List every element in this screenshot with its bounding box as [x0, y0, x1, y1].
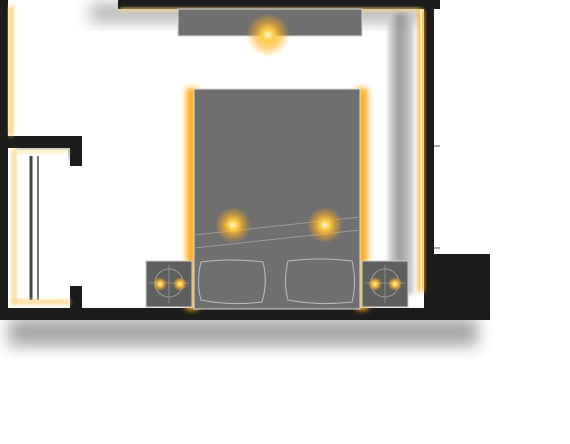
bed — [186, 88, 368, 310]
nightstand-left — [145, 260, 193, 308]
closet — [10, 150, 70, 306]
pillow-right — [285, 258, 355, 305]
nightstand-lamp — [153, 277, 167, 291]
wall-closet-left — [0, 148, 8, 318]
nightstand-right — [361, 260, 409, 308]
wall-right — [424, 0, 434, 298]
pillow-left — [198, 259, 266, 305]
wall-top — [118, 0, 440, 9]
nightstand-lamp — [388, 277, 402, 291]
wall-closet-stub-top — [70, 136, 82, 166]
wardrobe-panel — [388, 14, 414, 294]
reading-light-right — [307, 207, 343, 243]
reading-light-left — [215, 207, 251, 243]
led-strip-left — [9, 6, 13, 136]
wall-closet-stub-bottom — [70, 286, 82, 310]
wall-bottom — [0, 308, 490, 320]
bed-frame — [193, 88, 361, 310]
ceiling-light — [246, 13, 290, 57]
nightstand-lamp — [368, 277, 382, 291]
wall-left-upper — [0, 0, 8, 140]
walls — [0, 0, 490, 320]
nightstand-lamp — [173, 277, 187, 291]
wall-closet-top — [0, 136, 80, 148]
